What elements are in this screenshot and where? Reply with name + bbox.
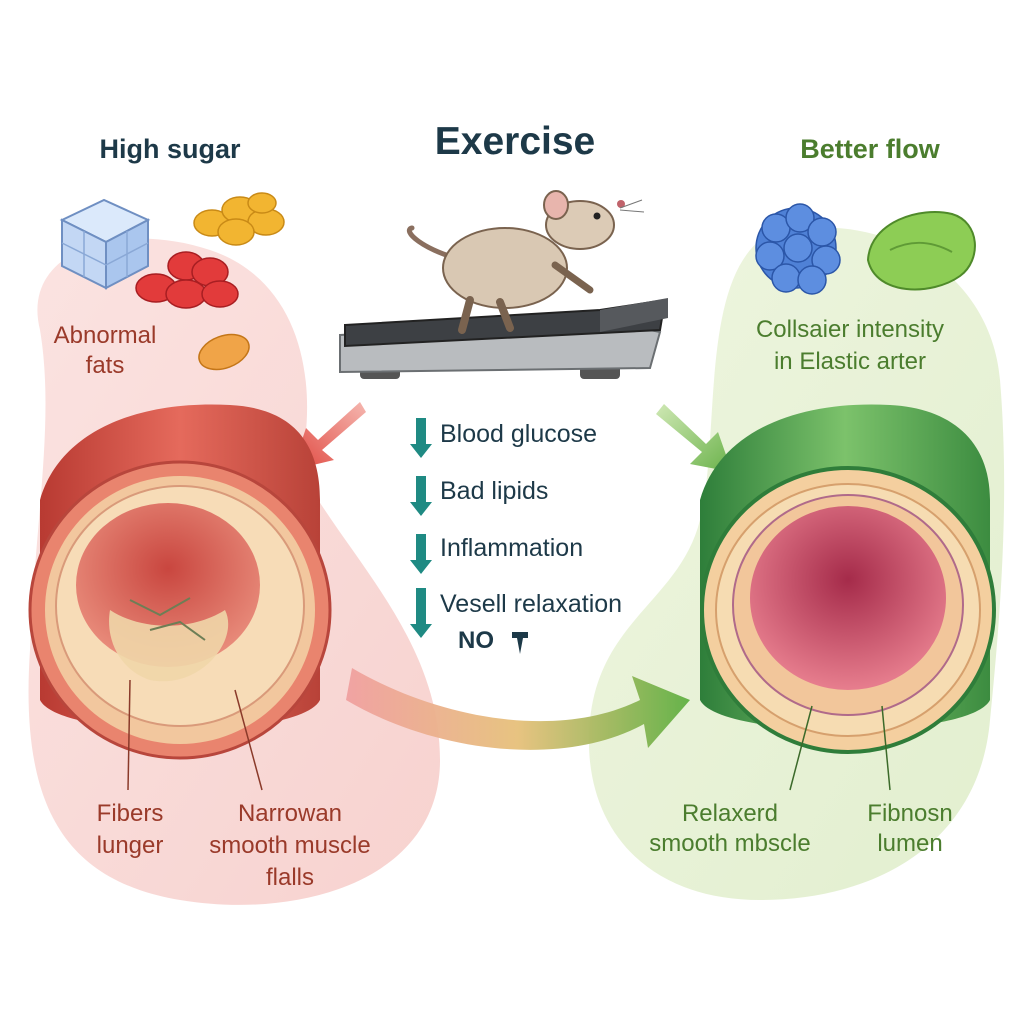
green-cell-icon [866,210,976,291]
center-heading: Exercise [434,120,596,163]
effect-label: Inflammation [440,534,584,562]
effect-label: Bad lipids [440,477,549,505]
effect-label: Blood glucose [440,420,598,448]
fat-label-line1: Abnormal [53,322,157,349]
relaxed-label-line2: smooth mbscle [649,830,811,857]
collagen-label-line2: in Elastic arter [773,348,927,375]
down-arrow-icon [410,476,432,516]
effect-vessel-relaxation: Vesell relaxation [440,590,622,619]
down-arrow-icon [410,588,432,638]
right-heading: Better flow [800,134,940,164]
fiber-label-line1: Fibers [96,800,164,827]
rat-icon [406,190,645,334]
sugar-cube-icon [59,198,151,290]
effect-down-arrows [410,418,432,638]
orange-fat-droplet-icon [198,333,250,371]
muscle-label-line3: flalls [265,864,314,891]
effect-blood-glucose: Blood glucose [440,420,597,449]
effect-bad-lipids: Bad lipids [440,477,548,506]
left-heading: High sugar [99,134,241,164]
fat-label-line2: fats [85,352,125,379]
yellow-fat-droplets-icon [193,192,285,246]
relaxed-label-line1: Relaxerd [681,800,779,827]
fiber-label-line2: lunger [96,832,164,859]
muscle-label-line2: smooth muscle [209,832,371,859]
no-label: NO [458,627,494,654]
red-fat-droplets-icon [135,251,239,309]
inflamed-vessel-icon [28,404,332,791]
collagen-label-line1: Collsaier intensity [755,316,945,343]
down-arrow-icon [410,418,432,458]
down-arrow-icon [410,534,432,574]
effect-inflammation: Inflammation [440,534,583,563]
lumen-label-line2: lumen [877,830,943,857]
green-arrow-icon [656,404,732,472]
effect-label: Vesell relaxation [440,590,623,618]
no-down-arrow-icon [512,632,528,654]
healthy-vessel-icon [700,404,996,791]
transition-arrow-icon [346,668,690,750]
muscle-label-line1: Narrowan [237,800,343,827]
lumen-label-line1: Fibnosn [867,800,953,827]
blue-cell-icon [755,203,841,295]
